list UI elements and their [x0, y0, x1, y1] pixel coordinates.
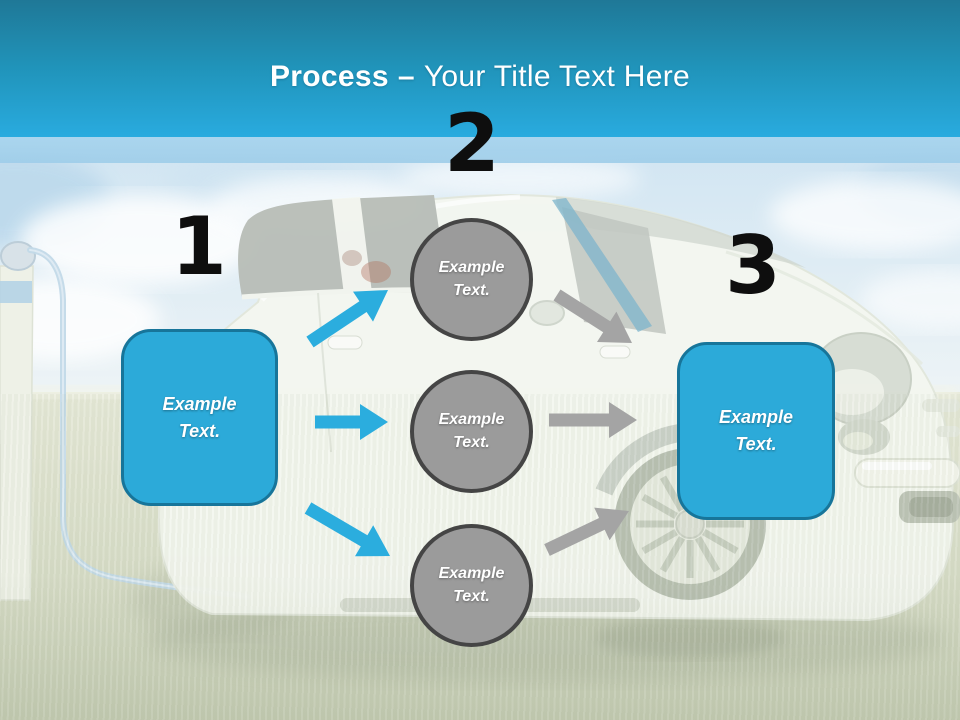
- process-box-step3: Example Text.: [677, 342, 835, 520]
- process-circle-top-label: Example Text.: [438, 259, 505, 299]
- header-sub-band: [0, 137, 960, 163]
- process-circle-bottom: Example Text.: [410, 524, 533, 647]
- process-box-step1: Example Text.: [121, 329, 278, 506]
- header-band: Process–Your Title Text Here: [0, 0, 960, 137]
- process-box-step1-label: Example Text.: [162, 393, 237, 441]
- slide-title: Process–Your Title Text Here: [270, 60, 690, 94]
- title-rest: Your Title Text Here: [423, 59, 690, 93]
- process-circle-middle-label: Example Text.: [438, 411, 505, 451]
- title-dash: –: [397, 59, 415, 93]
- step-number-1: 1: [171, 200, 227, 293]
- step-number-2: 2: [444, 97, 500, 190]
- process-circle-top: Example Text.: [410, 218, 533, 341]
- charging-station: [0, 241, 36, 601]
- process-box-step3-label: Example Text.: [718, 407, 794, 454]
- title-accent: Process: [269, 59, 389, 93]
- step-number-3: 3: [725, 219, 781, 312]
- wheel-shadow: [595, 618, 785, 658]
- process-circle-bottom-label: Example Text.: [438, 565, 505, 605]
- process-circle-middle: Example Text.: [410, 370, 533, 493]
